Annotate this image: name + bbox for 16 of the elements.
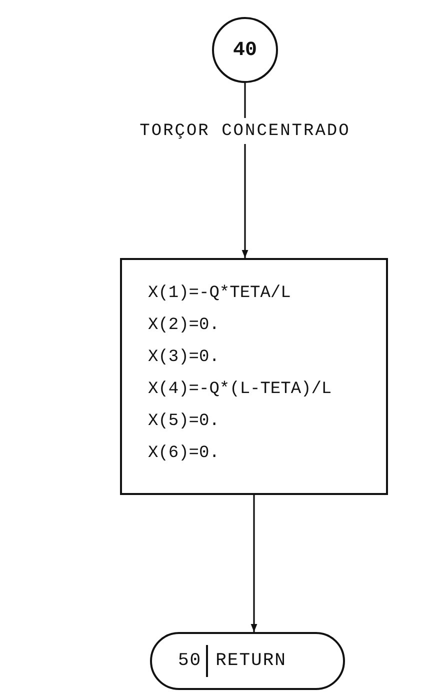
connector-number: 40 — [232, 38, 257, 62]
code-line: X(6)=0. — [148, 443, 220, 465]
code-line: X(2)=0. — [148, 315, 220, 337]
line-number: 50 — [152, 645, 208, 677]
step-title: TORÇOR CONCENTRADO — [140, 122, 350, 140]
arrow — [242, 144, 248, 258]
return-label: RETURN — [214, 650, 286, 673]
arrow — [250, 495, 258, 632]
terminal-box — [150, 632, 345, 690]
code-line: X(4)=-Q*(L-TETA)/L — [148, 379, 332, 401]
code-line: X(5)=0. — [148, 411, 220, 433]
connector-line — [244, 83, 246, 118]
code-line: X(3)=0. — [148, 347, 220, 369]
connector-circle — [212, 17, 278, 83]
process-box — [120, 258, 388, 495]
code-line: X(1)=-Q*TETA/L — [148, 283, 291, 305]
